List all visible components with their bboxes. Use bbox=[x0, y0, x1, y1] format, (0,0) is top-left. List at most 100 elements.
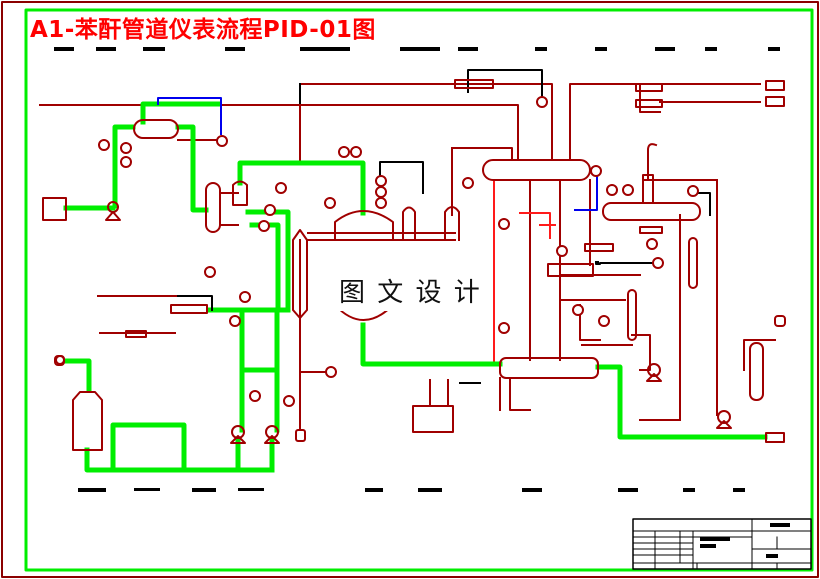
instrument-bubble bbox=[239, 291, 251, 303]
vertical-vessel bbox=[205, 182, 221, 233]
pump bbox=[264, 425, 280, 444]
watermark: 图 文 设 计 bbox=[333, 270, 488, 311]
equipment-tag bbox=[54, 47, 74, 51]
process-line bbox=[451, 147, 513, 161]
vertical-tank bbox=[444, 206, 460, 241]
equipment-tag bbox=[618, 488, 638, 492]
instrument-bubble bbox=[598, 315, 610, 327]
title-block-frame bbox=[632, 518, 812, 570]
main-pipe bbox=[61, 358, 92, 393]
title-block-text-marks bbox=[700, 523, 790, 558]
signal-line-black bbox=[379, 161, 424, 194]
reactor-header bbox=[307, 232, 456, 241]
title-block bbox=[632, 518, 812, 570]
pump bbox=[230, 425, 246, 444]
equipment-tag bbox=[768, 47, 780, 51]
drawing-number-mark bbox=[770, 523, 790, 527]
process-line bbox=[429, 379, 449, 407]
instrument-bubble bbox=[258, 220, 270, 232]
process-line bbox=[299, 83, 553, 161]
bottom-left-tank bbox=[72, 391, 103, 451]
right-storage-tank bbox=[749, 342, 764, 401]
instrument-bubble bbox=[646, 238, 658, 250]
hot-line bbox=[519, 212, 556, 239]
equipment-tag bbox=[418, 488, 442, 492]
pump bbox=[646, 363, 662, 382]
equipment-tag bbox=[143, 47, 165, 51]
signal-line-black bbox=[595, 261, 661, 265]
equipment-tag-marks bbox=[54, 47, 780, 492]
outlet-arrow bbox=[765, 432, 785, 443]
instrument-bubble bbox=[338, 146, 350, 158]
scale-mark bbox=[766, 554, 778, 558]
receiver-nozzle bbox=[642, 174, 654, 204]
equipment-tag bbox=[655, 47, 675, 51]
instrument-bubble bbox=[462, 177, 474, 189]
control-valve bbox=[635, 83, 663, 92]
equipment-tag bbox=[225, 47, 245, 51]
control-valve bbox=[639, 226, 663, 234]
instrument-bubble bbox=[249, 390, 261, 402]
vent-line bbox=[647, 143, 658, 181]
signal-line-black bbox=[696, 192, 711, 216]
main-pipe bbox=[84, 422, 275, 473]
instrument-bubble bbox=[216, 135, 228, 147]
instrument-bubble bbox=[120, 156, 132, 168]
process-line bbox=[97, 295, 201, 334]
instrument-bubble bbox=[622, 184, 634, 196]
equipment-tag bbox=[522, 488, 542, 492]
pump bbox=[105, 201, 121, 221]
instrument-bubble bbox=[652, 257, 664, 269]
equipment-tag bbox=[535, 47, 547, 51]
outlet-arrow bbox=[765, 96, 785, 107]
drawing-name-mark bbox=[700, 544, 716, 548]
main-pipe bbox=[237, 160, 366, 216]
instrument-bubble bbox=[120, 142, 132, 154]
instrument-bubble bbox=[375, 175, 387, 187]
main-pipe bbox=[239, 307, 280, 433]
instrument-bubble bbox=[375, 197, 387, 209]
equipment-tag bbox=[365, 488, 383, 492]
equipment-tag bbox=[683, 488, 695, 492]
column bbox=[292, 229, 308, 319]
drawing-name-mark bbox=[700, 537, 730, 541]
process-line bbox=[219, 192, 239, 226]
instrument-bubble bbox=[283, 395, 295, 407]
control-valve bbox=[635, 99, 663, 108]
instrument-bubble bbox=[498, 218, 510, 230]
process-line bbox=[499, 377, 531, 411]
process-line bbox=[639, 214, 681, 421]
instrument-bubble bbox=[204, 266, 216, 278]
instrument-bubble bbox=[590, 165, 602, 177]
instrument-bubble bbox=[324, 197, 336, 209]
signal-line-black bbox=[177, 295, 213, 311]
instrument-bubble bbox=[98, 139, 110, 151]
main-pipes bbox=[61, 101, 768, 473]
equipment-tag bbox=[96, 47, 116, 51]
vertical-tank bbox=[402, 206, 416, 241]
equipment-tag bbox=[705, 47, 717, 51]
instrument-bubble bbox=[498, 322, 510, 334]
signal-line-blue bbox=[157, 97, 222, 135]
equipment-tag bbox=[192, 488, 216, 492]
instrument-bubble bbox=[375, 186, 387, 198]
instrument-bubble bbox=[264, 204, 276, 216]
small-column bbox=[627, 289, 637, 341]
reactor-dome bbox=[334, 210, 394, 241]
heater bbox=[170, 304, 208, 314]
control-valve bbox=[584, 243, 614, 252]
process-line bbox=[579, 304, 601, 341]
process-line bbox=[529, 179, 561, 361]
instrument-bubble bbox=[556, 245, 568, 257]
small-column bbox=[688, 237, 698, 289]
main-pipe bbox=[140, 101, 221, 125]
separator bbox=[232, 180, 248, 206]
main-pipe bbox=[360, 322, 503, 367]
collection-tank bbox=[412, 405, 454, 433]
control-valve bbox=[454, 79, 494, 89]
main-pipe bbox=[595, 364, 768, 440]
process-line bbox=[569, 83, 661, 161]
vent-point bbox=[774, 315, 786, 327]
right-receiver bbox=[602, 202, 701, 221]
top-left-drum bbox=[133, 119, 179, 139]
